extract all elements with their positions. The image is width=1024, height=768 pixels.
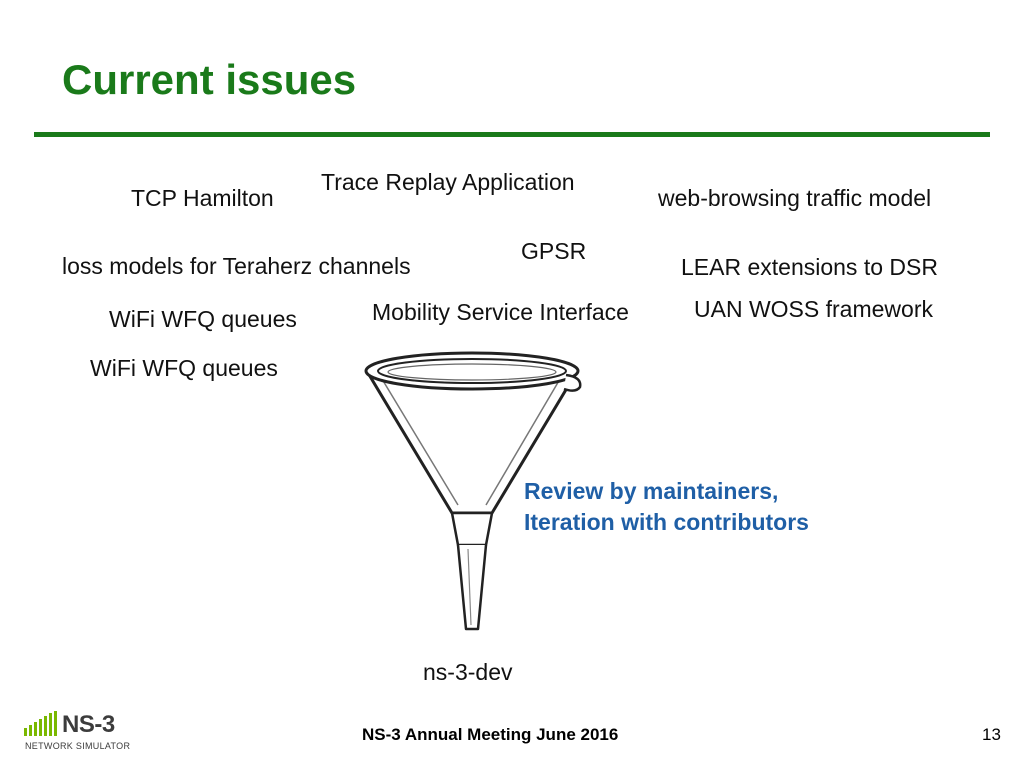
title-divider [34,132,990,137]
issue-item: Trace Replay Application [321,169,575,195]
issue-item: WiFi WFQ queues [109,306,297,332]
output-label: ns-3-dev [423,659,513,685]
issue-item: TCP Hamilton [131,185,274,211]
slide-title: Current issues [62,56,357,103]
issue-item: web-browsing traffic model [658,185,932,211]
issue-item: GPSR [521,238,587,264]
review-callout: Review by maintainers, Iteration with co… [524,476,809,538]
funnel-icon [364,351,582,631]
footer-event: NS-3 Annual Meeting June 2016 [362,725,619,744]
logo-wordmark: NS-3 [62,711,115,738]
ns3-logo-icon [24,711,57,736]
issue-item: WiFi WFQ queues [90,355,278,381]
issue-item: LEAR extensions to DSR [681,254,938,280]
callout-line: Review by maintainers, [524,478,779,504]
callout-line: Iteration with contributors [524,509,809,535]
issue-item: UAN WOSS framework [694,296,933,322]
logo-subtitle: NETWORK SIMULATOR [25,741,131,751]
issue-item: Mobility Service Interface [372,299,629,325]
page-number: 13 [982,725,1001,744]
issue-item: loss models for Teraherz channels [62,253,411,279]
